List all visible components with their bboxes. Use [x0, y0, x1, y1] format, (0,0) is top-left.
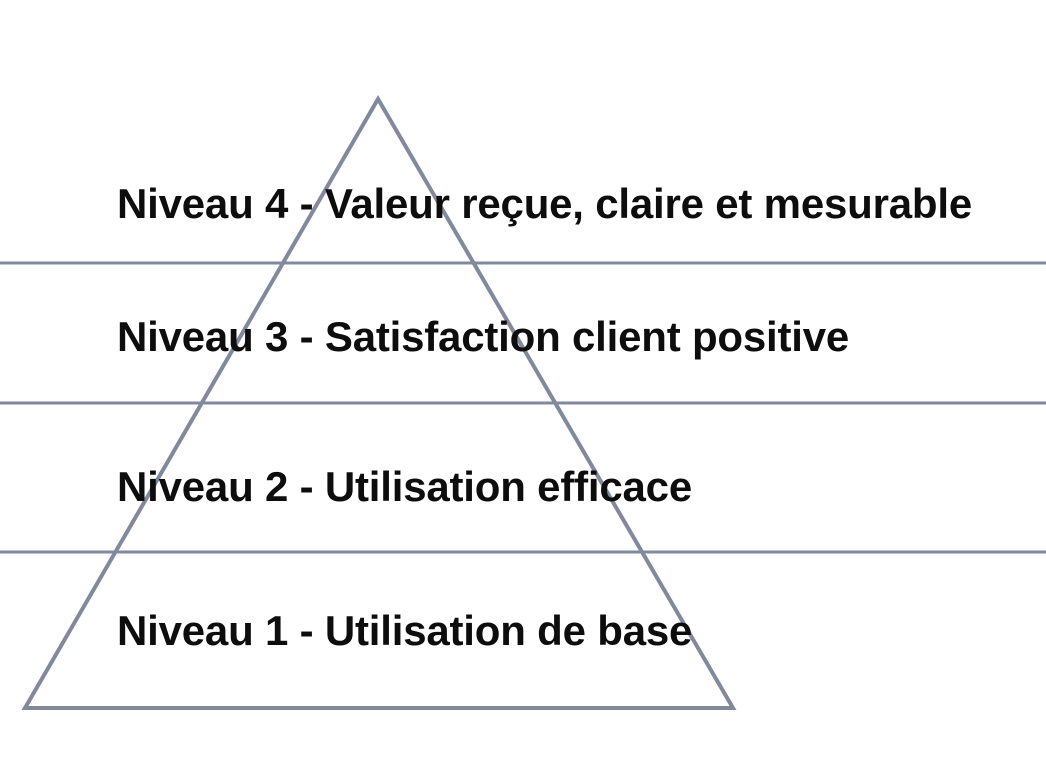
pyramid-level-3-label: Niveau 3 - Satisfaction client positive: [117, 313, 850, 360]
pyramid-level-2-label: Niveau 2 - Utilisation efficace: [117, 463, 692, 510]
pyramid-level-4-label: Niveau 4 - Valeur reçue, claire et mesur…: [117, 180, 972, 227]
pyramid-triangle-outline: [21, 95, 737, 710]
pyramid-level-1-label: Niveau 1 - Utilisation de base: [117, 607, 693, 654]
